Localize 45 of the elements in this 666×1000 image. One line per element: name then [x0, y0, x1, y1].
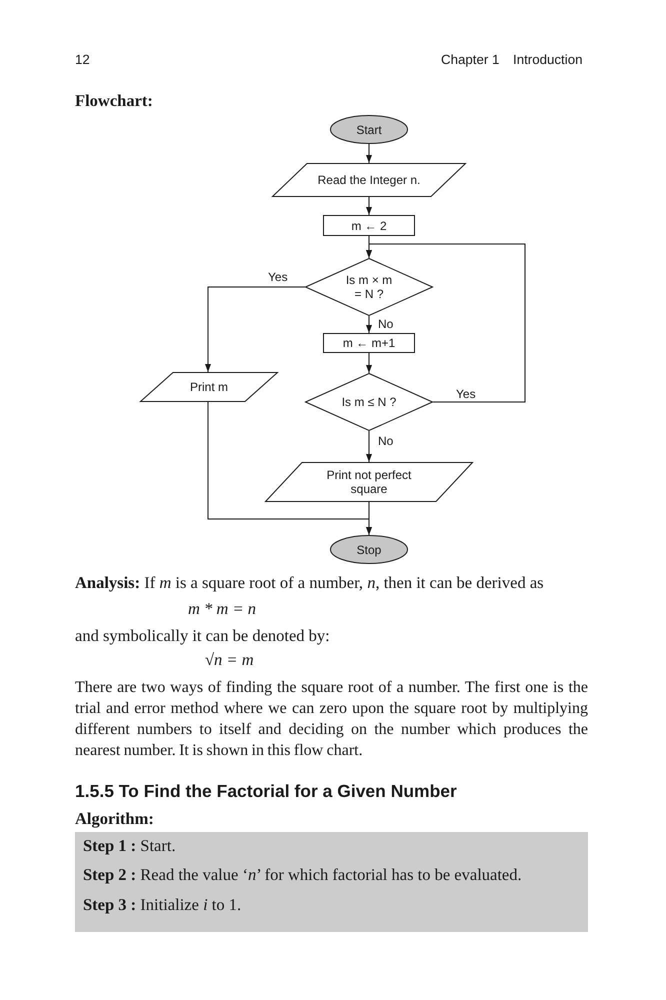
stop-terminal — [330, 535, 408, 564]
algorithm-panel — [75, 832, 588, 932]
paragraph: Analysis: If m is a square root of a number, n, then it can be derived as — [75, 573, 544, 592]
decision-label: Is m × m = N ? — [344, 273, 394, 301]
subheading: Algorithm: — [75, 809, 154, 828]
running-header: Chapter 1 — [441, 52, 500, 68]
process-label: m ← m+1 — [342, 336, 396, 350]
process-box — [323, 333, 415, 353]
start-terminal — [330, 115, 408, 144]
process-label: m ← 2 — [351, 218, 387, 232]
input-label: Read the Integer n. — [318, 173, 420, 187]
equation: m * m = n — [188, 599, 256, 618]
flow-arrow — [366, 430, 372, 462]
flow-arrow — [366, 196, 372, 216]
heading: Flowchart: — [75, 91, 153, 110]
page-number: 12 — [75, 52, 90, 68]
edge-label: Yes — [455, 387, 477, 401]
running-header: Introduction — [513, 52, 582, 68]
paragraph: and symbolically it can be denoted by: — [75, 626, 330, 645]
flow-arrow — [205, 286, 306, 372]
edge-label: No — [377, 434, 394, 448]
edge-label: Yes — [267, 270, 289, 284]
edge-label: No — [377, 317, 394, 331]
output-parallelogram — [265, 462, 473, 502]
equation: √n = m — [205, 650, 254, 669]
decision-diamond — [305, 373, 433, 431]
process-box — [323, 215, 415, 236]
section-heading: 1.5.5 To Find the Factorial for a Given Number — [75, 781, 457, 801]
output-label: Print m — [190, 380, 228, 394]
flow-arrow — [366, 352, 372, 374]
terminal-label: Stop — [356, 542, 382, 556]
output-parallelogram — [140, 372, 278, 402]
flow-arrow — [366, 244, 526, 402]
flow-arrow — [208, 402, 372, 536]
output-label: Print not perfect square — [326, 468, 412, 496]
flow-arrow — [366, 316, 372, 334]
step-text: Step 1 : Start. — [83, 836, 176, 855]
step-text: Step 2 : Read the value ‘n’ for which factorial has to be evaluated. — [83, 865, 522, 884]
input-parallelogram — [272, 163, 466, 197]
decision-diamond — [305, 258, 433, 316]
paragraph: There are two ways of finding the square root of a number. The first one is the trial and error method where we can zero upon the square root by multiplying different numbers to itself and deciding on the number which produces the nearest number. It is shown in this flow chart. — [75, 678, 588, 761]
step-text: Step 3 : Initialize i to 1. — [83, 895, 242, 914]
terminal-label: Start — [356, 122, 382, 136]
flow-arrow — [366, 144, 372, 164]
decision-label: Is m ≤ N ? — [342, 395, 396, 409]
